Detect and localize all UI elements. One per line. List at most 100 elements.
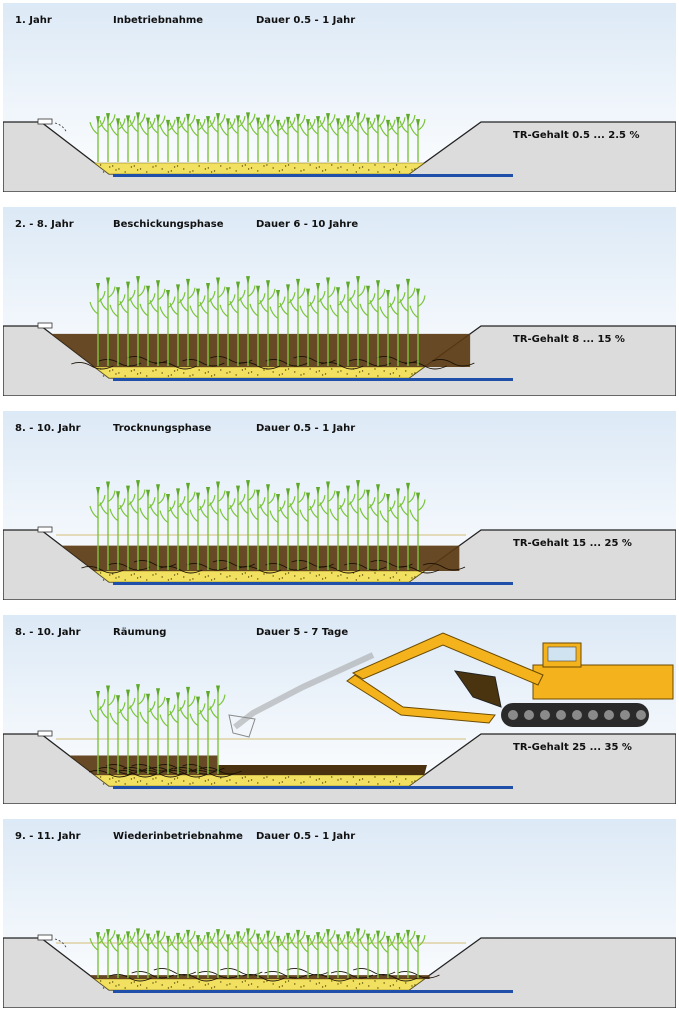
gravel-dot: [136, 985, 139, 987]
gravel-dot: [361, 778, 364, 780]
reed-leaf: [347, 116, 356, 128]
gravel-dot: [210, 579, 213, 581]
reed-leaf: [189, 713, 199, 727]
reed-tip: [366, 285, 370, 295]
gravel-dot: [176, 777, 179, 779]
stage-duration: Dauer 0.5 - 1 Jahr: [256, 831, 356, 842]
gravel-dot: [133, 165, 136, 167]
gravel-dot: [235, 578, 237, 580]
reed-tip: [396, 284, 400, 294]
reed-leaf: [119, 300, 129, 314]
reed-leaf: [297, 491, 306, 504]
reed-tip: [136, 684, 140, 694]
gravel-dot: [198, 165, 200, 167]
gravel-dot: [278, 374, 281, 376]
gravel-dot: [315, 371, 318, 373]
reed-leaf: [219, 508, 229, 522]
gravel-dot: [170, 374, 173, 376]
reed-tip: [306, 935, 310, 945]
gravel-dot: [204, 372, 207, 374]
gravel-dot: [173, 166, 176, 168]
gravel-dot: [337, 983, 339, 985]
reed-leaf: [347, 289, 356, 302]
reed-leaf: [189, 509, 199, 523]
reed-tip: [406, 278, 410, 288]
reed-leaf: [159, 940, 169, 954]
reed-tip: [206, 116, 210, 126]
gravel-dot: [257, 374, 259, 376]
gravel-dot: [405, 166, 407, 168]
gravel-dot: [139, 576, 142, 578]
gravel-dot: [392, 984, 395, 986]
reed-leaf: [197, 934, 206, 947]
gravel-dot: [263, 981, 265, 983]
gravel-dot: [176, 165, 179, 167]
gravel-dot: [102, 171, 105, 173]
gravel-dot: [414, 168, 416, 170]
reed-leaf: [289, 936, 299, 950]
gravel-dot: [294, 371, 296, 373]
stage-year: 2. - 8. Jahr: [15, 219, 74, 230]
gravel-dot: [272, 983, 274, 985]
gravel-dot: [324, 169, 327, 171]
gravel-dot: [294, 167, 296, 169]
reed-leaf: [209, 298, 219, 311]
reed-leaf: [167, 119, 176, 132]
reed-leaf: [227, 294, 236, 306]
reed-tip: [196, 288, 200, 298]
gravel-dot: [111, 573, 114, 575]
gravel-dot: [207, 779, 210, 781]
gravel-dot: [355, 171, 358, 173]
ghost-bucket: [228, 714, 256, 738]
gravel-dot: [300, 578, 302, 580]
reed-tip: [136, 928, 140, 938]
reed-leaf: [197, 703, 206, 715]
gravel-dot: [281, 577, 284, 579]
gravel-dot: [139, 984, 142, 986]
reed-tip: [396, 116, 400, 126]
reed-leaf: [319, 298, 329, 311]
reed-tip: [386, 119, 390, 129]
reed-leaf: [307, 118, 316, 131]
gravel-dot: [155, 165, 157, 167]
reed-tip: [266, 280, 270, 290]
root-line: [220, 967, 263, 976]
reed-leaf: [257, 497, 266, 509]
gravel-dot: [389, 169, 392, 171]
gravel-dot: [183, 168, 185, 170]
reed-leaf: [189, 123, 199, 137]
reed-leaf: [397, 292, 406, 304]
reed-leaf: [377, 115, 386, 128]
reed-tip: [126, 485, 130, 495]
gravel-dot: [109, 574, 111, 576]
gravel-dot: [170, 578, 173, 580]
gravel-dot: [340, 574, 342, 576]
gravel-dot: [161, 780, 163, 782]
gravel-dot: [368, 577, 370, 579]
reed-leaf: [329, 939, 339, 953]
root-line: [348, 358, 392, 367]
reed-tip: [246, 928, 250, 938]
reed-leaf: [317, 290, 326, 303]
gravel-dot: [411, 985, 413, 987]
reed-leaf: [167, 704, 176, 717]
gravel-dot: [207, 983, 210, 985]
reed-leaf: [139, 303, 149, 317]
gravel-dot: [118, 984, 120, 986]
gravel-dot: [109, 982, 111, 984]
reed-leaf: [97, 932, 106, 945]
reed-leaf: [349, 119, 359, 133]
reed-leaf: [99, 936, 109, 949]
reed-leaf: [217, 114, 226, 126]
reed-leaf: [279, 122, 289, 136]
reed-leaf: [137, 285, 146, 298]
gravel-dot: [346, 781, 348, 783]
reed-tip: [236, 931, 240, 941]
reed-tip: [126, 281, 130, 291]
reed-tip: [196, 119, 200, 129]
gravel-dot: [355, 783, 358, 785]
residual-sludge: [218, 765, 427, 775]
reed-leaf: [149, 504, 159, 517]
gravel-dot: [247, 372, 250, 374]
gravel-dot: [139, 780, 142, 782]
